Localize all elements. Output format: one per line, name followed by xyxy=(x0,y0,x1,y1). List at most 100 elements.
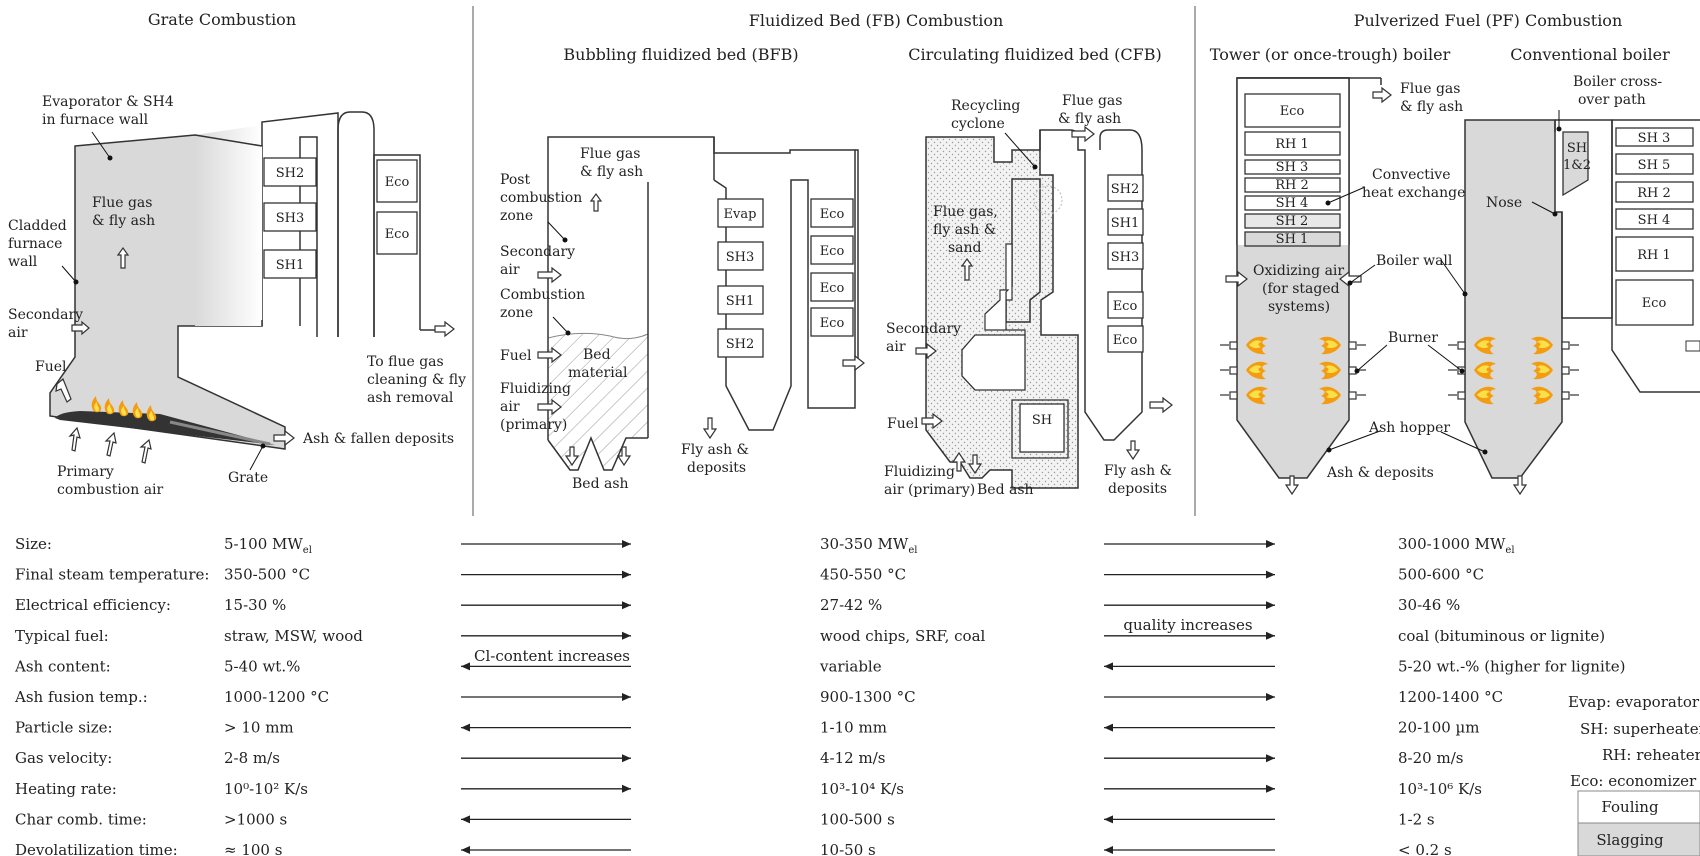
svg-text:Eco: Eco xyxy=(820,281,845,296)
pf-conventional-diagram: SH 1&2 SH 3 SH 5 RH 2 SH 4 RH 1 Eco xyxy=(1427,74,1700,496)
title-conventional: Conventional boiler xyxy=(1510,45,1670,64)
grate-eco-box-2 xyxy=(376,211,418,255)
svg-text:SH1: SH1 xyxy=(276,258,305,273)
svg-text:SH 5: SH 5 xyxy=(1638,158,1671,173)
svg-text:Evaporator & SH4: Evaporator & SH4 xyxy=(42,94,174,110)
title-bfb: Bubbling fluidized bed (BFB) xyxy=(563,45,798,64)
title-grate: Grate Combustion xyxy=(148,10,296,29)
svg-text:air: air xyxy=(500,262,520,278)
svg-text:Nose: Nose xyxy=(1486,195,1522,211)
grate-sh1-box xyxy=(263,249,317,279)
svg-text:& fly ash: & fly ash xyxy=(1058,111,1121,127)
svg-text:RH 1: RH 1 xyxy=(1637,248,1671,263)
abbreviation-legend: Evap: evaporator SH: superheater RH: reh… xyxy=(1568,693,1700,856)
svg-text:Secondary: Secondary xyxy=(500,244,575,260)
svg-text:Eco: Eco xyxy=(820,207,845,222)
svg-text:cleaning & fly: cleaning & fly xyxy=(367,372,466,388)
svg-text:Cladded: Cladded xyxy=(8,218,67,234)
svg-text:SH 4: SH 4 xyxy=(1276,196,1309,211)
fb-value: 450-550 °C xyxy=(820,566,906,584)
grate-sh3-box xyxy=(263,202,317,232)
svg-text:Eco: Eco xyxy=(1113,299,1138,314)
svg-text:cyclone: cyclone xyxy=(951,116,1005,132)
svg-text:Bed ash: Bed ash xyxy=(977,482,1034,498)
svg-text:Eco: Eco xyxy=(820,316,845,331)
pf-tower-diagram: Eco RH 1 SH 3 RH 2 SH 4 SH 2 SH 1 xyxy=(1220,77,1472,496)
svg-text:To flue gas: To flue gas xyxy=(367,354,444,370)
grate-sh2-box xyxy=(263,157,317,187)
svg-text:& fly ash: & fly ash xyxy=(1400,99,1463,115)
row-label: Electrical efficiency: xyxy=(15,596,171,614)
row-label: Heating rate: xyxy=(15,780,117,798)
svg-text:zone: zone xyxy=(500,305,533,321)
conv-furnace xyxy=(1464,119,1563,479)
svg-text:wall: wall xyxy=(8,254,38,270)
svg-text:SH: SH xyxy=(1032,413,1052,428)
svg-text:Fly ash &: Fly ash & xyxy=(1104,463,1172,479)
grate-value: straw, MSW, wood xyxy=(224,627,363,645)
svg-text:Fluidizing: Fluidizing xyxy=(500,381,571,397)
fb-value: 30-350 MWel xyxy=(820,535,917,556)
pf-value: 8-20 m/s xyxy=(1398,749,1463,767)
svg-text:(primary): (primary) xyxy=(500,417,567,433)
svg-text:SH 3: SH 3 xyxy=(1638,131,1671,146)
title-pf: Pulverized Fuel (PF) Combustion xyxy=(1354,11,1623,30)
svg-text:Fly ash &: Fly ash & xyxy=(681,442,749,458)
svg-text:in furnace wall: in furnace wall xyxy=(42,112,149,128)
svg-text:combustion air: combustion air xyxy=(57,482,164,498)
row-label: Ash content: xyxy=(14,657,111,675)
legend-evap: Evap: evaporator xyxy=(1568,693,1700,711)
fb-value: 900-1300 °C xyxy=(820,688,916,706)
svg-text:SH 2: SH 2 xyxy=(1276,214,1309,229)
title-tower: Tower (or once-trough) boiler xyxy=(1210,45,1451,64)
legend-rh: RH: reheater xyxy=(1602,746,1700,764)
svg-text:SH 4: SH 4 xyxy=(1638,213,1671,228)
grate-eco-box-1 xyxy=(376,159,418,203)
svg-text:Flue gas: Flue gas xyxy=(580,146,640,162)
fb-value: 4-12 m/s xyxy=(820,749,885,767)
svg-text:zone: zone xyxy=(500,208,533,224)
fb-value: 10-50 s xyxy=(820,841,876,856)
pf-value: 1200-1400 °C xyxy=(1398,688,1503,706)
pf-value: 30-46 % xyxy=(1398,596,1460,614)
svg-text:Fluidizing: Fluidizing xyxy=(884,464,955,480)
svg-text:1&2: 1&2 xyxy=(1563,158,1591,173)
pf-value: 300-1000 MWel xyxy=(1398,535,1515,556)
pf-value: 500-600 °C xyxy=(1398,566,1484,584)
svg-text:Eco: Eco xyxy=(1280,104,1305,119)
grate-value: 5-40 wt.% xyxy=(224,657,300,675)
svg-text:Ash & deposits: Ash & deposits xyxy=(1326,465,1434,481)
grate-value: 5-100 MWel xyxy=(224,535,312,556)
svg-text:Secondary: Secondary xyxy=(886,321,961,337)
tower-eco xyxy=(1244,93,1341,128)
svg-text:Burner: Burner xyxy=(1388,330,1438,346)
svg-text:Fuel: Fuel xyxy=(887,416,919,432)
grate-value: >1000 s xyxy=(224,810,287,828)
svg-text:combustion: combustion xyxy=(500,190,582,206)
svg-text:Combustion: Combustion xyxy=(500,287,585,303)
grate-boiler-diagram: SH2 SH3 SH1 Eco Eco xyxy=(8,94,466,498)
svg-text:Eco: Eco xyxy=(385,227,410,242)
grate-value: 350-500 °C xyxy=(224,566,310,584)
conv-nose xyxy=(1562,131,1589,197)
svg-text:Fuel: Fuel xyxy=(35,359,67,375)
row-label: Particle size: xyxy=(15,719,113,737)
section-titles: Grate Combustion Fluidized Bed (FB) Comb… xyxy=(148,10,1670,64)
fb-value: 1-10 mm xyxy=(820,719,887,737)
row-label: Typical fuel: xyxy=(15,627,109,645)
svg-text:SH2: SH2 xyxy=(1111,182,1140,197)
svg-text:Evap: Evap xyxy=(724,207,757,222)
pf-value: 5-20 wt.-% (higher for lignite) xyxy=(1398,657,1626,675)
svg-text:& fly ash: & fly ash xyxy=(580,164,643,180)
svg-text:SH3: SH3 xyxy=(726,250,755,265)
svg-text:SH 3: SH 3 xyxy=(1276,160,1309,175)
svg-text:Recycling: Recycling xyxy=(951,98,1020,114)
svg-text:Ash hopper: Ash hopper xyxy=(1368,420,1450,436)
svg-text:Flue gas: Flue gas xyxy=(1400,81,1460,97)
svg-text:SH3: SH3 xyxy=(276,211,305,226)
svg-text:air: air xyxy=(886,339,906,355)
svg-text:SH 1: SH 1 xyxy=(1276,232,1309,247)
grate-value: 15-30 % xyxy=(224,596,286,614)
